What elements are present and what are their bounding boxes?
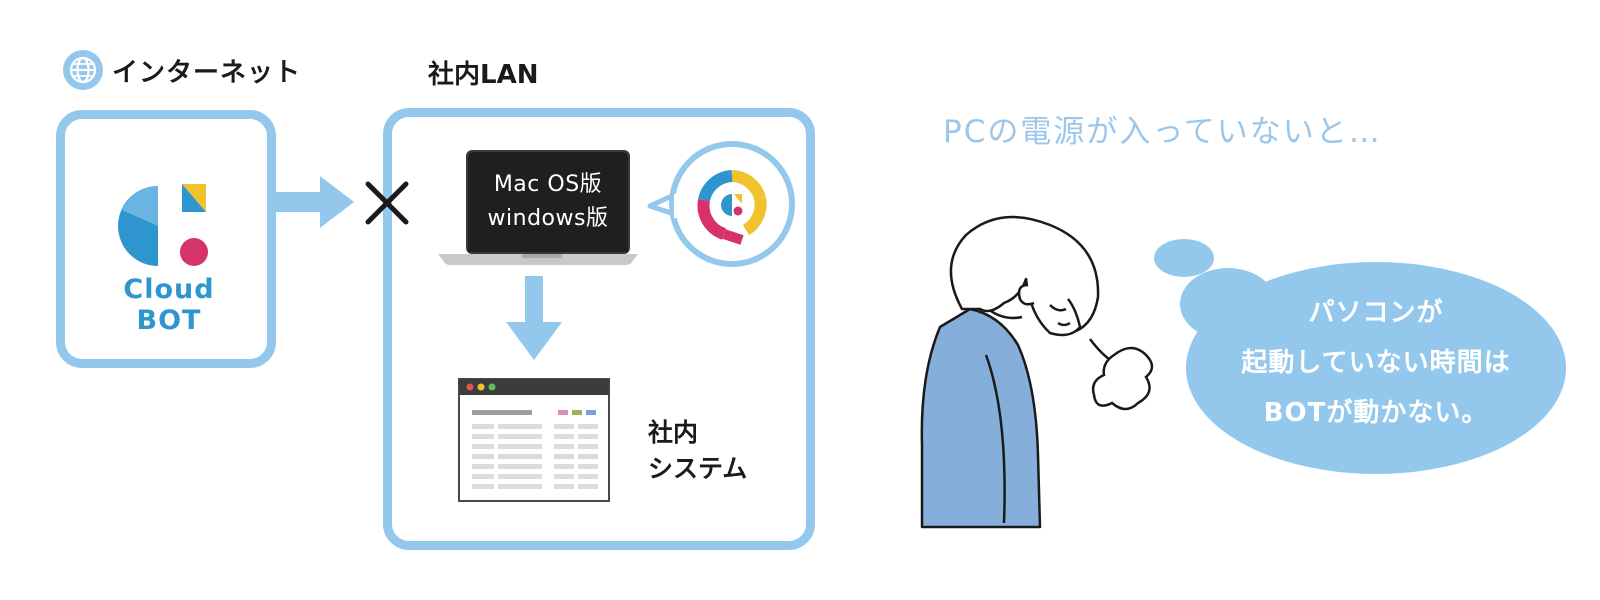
person-illustration	[920, 215, 1154, 529]
speech-line2: 起動していない時間は	[1241, 348, 1511, 378]
app-logo-icon	[697, 170, 767, 245]
speech-line3: BOTが動かない。	[1263, 398, 1489, 428]
arrow-right-icon	[276, 176, 354, 228]
laptop-screen: Mac OS版 windows版	[468, 152, 628, 252]
system-label: 社内 システム	[648, 415, 747, 487]
lan-label: 社内LAN	[428, 60, 539, 90]
system-label-line1: 社内	[648, 418, 699, 447]
cloudbot-logo-icon	[118, 184, 208, 266]
laptop-line-mac: Mac OS版	[493, 172, 603, 197]
cloud-box	[56, 110, 276, 368]
system-label-line2: システム	[648, 454, 748, 483]
blocked-x-icon	[365, 181, 409, 225]
globe-icon	[63, 50, 103, 90]
internet-label: インターネット	[62, 48, 301, 92]
laptop-line-windows: windows版	[487, 206, 609, 231]
thought-text: PCの電源が入っていないと…	[943, 114, 1382, 150]
arrow-down-icon	[506, 276, 562, 360]
speech-text: パソコンが 起動していない時間は BOTが動かない。	[1206, 288, 1546, 438]
speech-line1: パソコンが	[1308, 298, 1444, 328]
system-window-icon	[458, 378, 610, 502]
app-logo-bubble	[647, 141, 795, 267]
cloudbot-name: Cloud BOT	[123, 274, 215, 336]
speech-cloud	[1154, 239, 1566, 474]
internet-label-text: インターネット	[112, 57, 302, 88]
